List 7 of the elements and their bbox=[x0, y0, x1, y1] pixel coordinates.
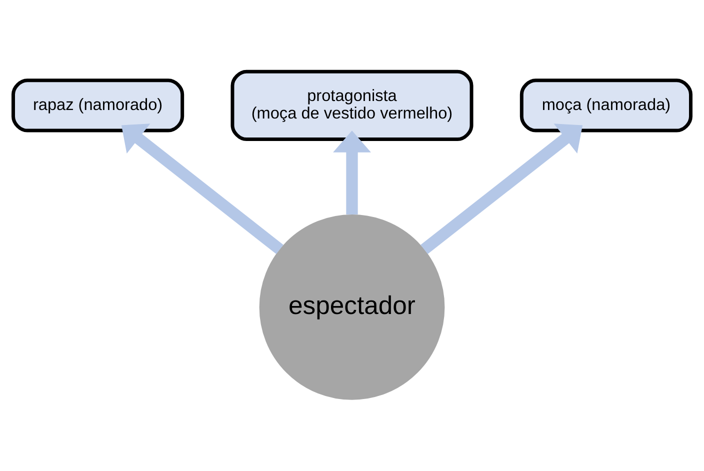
arrow bbox=[121, 124, 284, 254]
arrow bbox=[420, 124, 583, 254]
node-box: moça (namorada) bbox=[520, 78, 692, 132]
node-box: rapaz (namorado) bbox=[12, 78, 184, 132]
node-box: protagonista (moça de vestido vermelho) bbox=[230, 70, 474, 142]
node-circle: espectador bbox=[259, 214, 445, 400]
arrow bbox=[333, 130, 371, 215]
